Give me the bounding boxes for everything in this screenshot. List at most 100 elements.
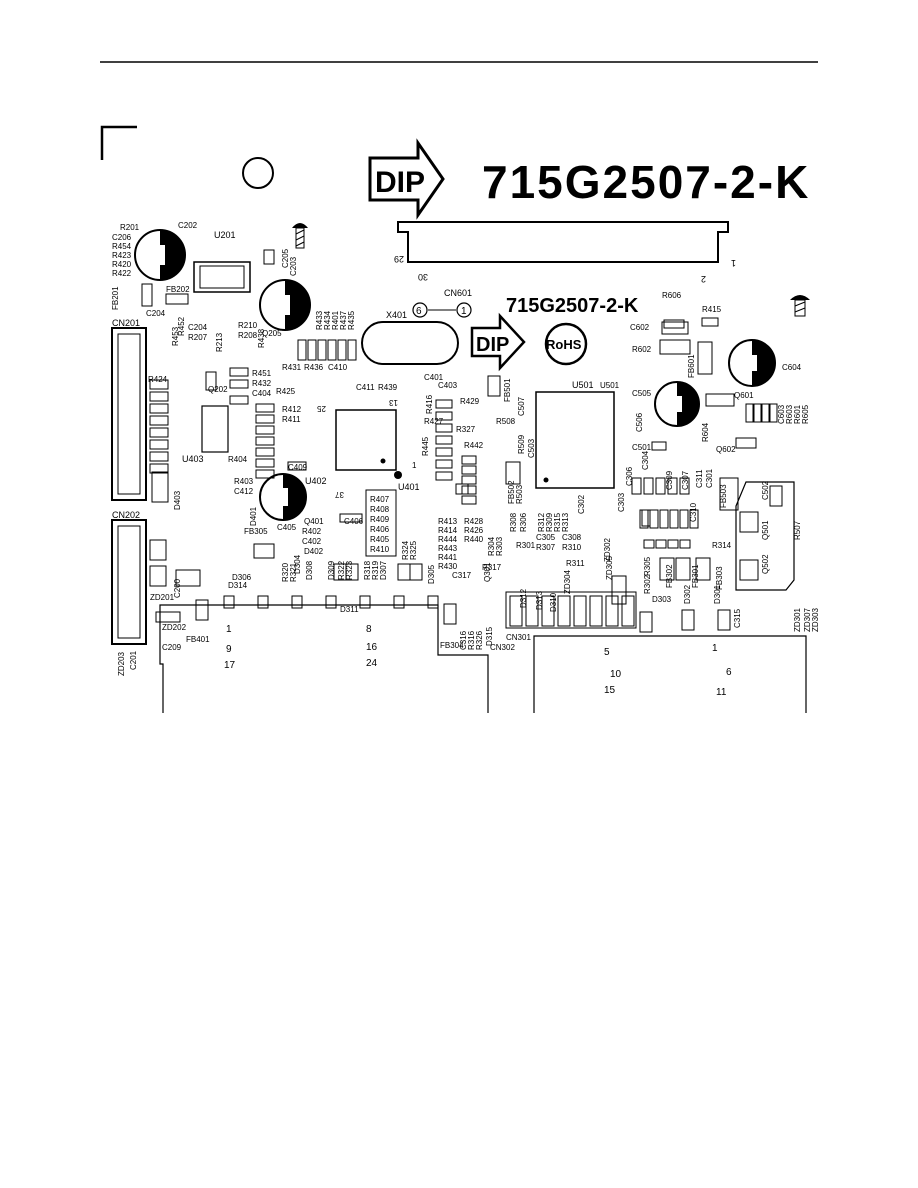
ref-designator-q202: Q202	[208, 385, 228, 394]
capacitor-pad	[663, 319, 685, 329]
resistor-pad	[307, 339, 317, 361]
cn302-label: CN302	[490, 643, 515, 652]
ref-designator-r603: R603	[785, 404, 794, 424]
ref-designator-c405: C405	[277, 523, 297, 532]
cn302-pin-label: 1	[226, 624, 232, 635]
ref-designator-r423: R423	[112, 251, 132, 260]
ref-designator-r323: R323	[345, 560, 354, 580]
ref-designator-zd201: ZD201	[150, 593, 175, 602]
ref-designator-c502: C502	[761, 480, 770, 500]
ref-designator-d306: D306	[232, 573, 252, 582]
resistor-pad	[641, 509, 651, 527]
ref-designator-c209: C209	[162, 643, 182, 652]
ref-designator-r313: R313	[561, 512, 570, 532]
ref-designator-d312: D312	[519, 588, 528, 608]
ref-designator-r425: R425	[276, 387, 296, 396]
ref-designator-c303: C303	[617, 492, 626, 512]
ref-designator-r312: R312	[537, 512, 546, 532]
capacitor-c505	[654, 381, 700, 427]
ref-designator-r431: R431	[282, 363, 302, 372]
ref-designator-c302: C302	[577, 494, 586, 514]
ref-designator-r318: R318	[363, 560, 372, 580]
resistor-pad	[317, 339, 327, 361]
ref-designator-r315: R315	[553, 512, 562, 532]
ferrite-pad	[675, 557, 691, 581]
ref-designator-r408: R408	[370, 505, 390, 514]
chip-u403: U403	[182, 405, 229, 464]
resistor-pad	[641, 509, 651, 527]
ref-designator-r454: R454	[112, 242, 132, 251]
ref-designator-q501: Q501	[761, 520, 770, 540]
resistor-pad	[641, 509, 651, 527]
mounting-hole	[242, 157, 274, 189]
ref-designator-r416: R416	[425, 394, 434, 414]
u401-pin-label: 1	[412, 461, 417, 470]
transistor-pad	[705, 393, 735, 407]
ref-designator-c301: C301	[705, 468, 714, 488]
component-pads	[141, 249, 783, 633]
ref-designator-r316: R316	[467, 630, 476, 650]
chip-u501: U501	[535, 380, 615, 489]
ref-designator-r405: R405	[370, 535, 390, 544]
ref-designator-c604: C604	[782, 363, 802, 372]
diode-pad	[541, 595, 555, 627]
ref-designator-r422: R422	[112, 269, 132, 278]
resistor-pad	[643, 539, 655, 549]
resistor-pad	[435, 411, 453, 421]
resistor-pad	[205, 371, 217, 391]
ferrite-pad	[719, 477, 739, 511]
ref-designator-d310: D310	[549, 592, 558, 612]
ferrite-pad	[487, 375, 501, 397]
resistor-pad	[659, 509, 669, 529]
resistor-pad	[667, 539, 679, 549]
ref-designator-c315: C315	[733, 608, 742, 628]
ref-designator-r437: R437	[339, 310, 348, 330]
ref-designator-c406: C406	[344, 517, 364, 526]
resistor-pad	[455, 483, 469, 495]
ref-designator-zd307: ZD307	[803, 607, 812, 632]
capacitor-pad	[667, 477, 678, 495]
cn301-pin-label: 1	[712, 643, 718, 654]
ref-designator-c412: C412	[234, 487, 254, 496]
ref-designator-r314: R314	[712, 541, 732, 550]
ref-designator-r433: R433	[315, 310, 324, 330]
resistor-pad	[461, 465, 477, 475]
ref-designator-q601: Q601	[734, 391, 754, 400]
u403-label: U403	[182, 454, 204, 464]
cn301-pin-label: 10	[610, 669, 622, 680]
u401-pin-label: 25	[317, 404, 326, 413]
rohs-mark: RoHS	[544, 322, 588, 366]
ref-designator-c317: C317	[452, 571, 472, 580]
cn601-pin-1-label: 1	[731, 258, 736, 268]
fiducial-6-label: 6	[416, 306, 422, 317]
ref-designator-r326: R326	[475, 630, 484, 650]
ref-designator-r606: R606	[662, 291, 682, 300]
screw-icon	[790, 295, 810, 317]
ref-designator-r443: R443	[438, 544, 458, 553]
u201-label: U201	[214, 230, 236, 240]
ref-designator-q401: Q401	[304, 517, 324, 526]
transistor-pad	[739, 559, 759, 581]
u402-label: U402	[305, 476, 327, 486]
transistor-pad	[175, 569, 201, 587]
ref-designator-r321: R321	[289, 562, 298, 582]
ref-designator-fb301: FB301	[691, 564, 700, 588]
capacitor-c205	[259, 279, 311, 331]
dip-label-small: DIP	[476, 334, 509, 356]
cn601-pin-29-label: 29	[394, 254, 404, 264]
diode-pad	[681, 609, 695, 631]
crystal-x401: X401	[361, 310, 459, 365]
resistor-pad	[255, 436, 275, 446]
resistor-pad	[253, 543, 275, 559]
capacitor-pad	[769, 485, 783, 507]
ref-designator-c404: C404	[252, 389, 272, 398]
resistor-pad	[639, 509, 649, 529]
ref-designator-r322: R322	[337, 560, 346, 580]
ref-designator-r302: R302	[643, 574, 652, 594]
resistor-pad	[255, 425, 275, 435]
diode-pad	[223, 595, 235, 609]
ref-designator-r601: R601	[793, 404, 802, 424]
ref-designator-fb501: FB501	[503, 378, 512, 402]
resistor-pad	[229, 379, 249, 389]
ref-designator-r440: R440	[464, 535, 484, 544]
